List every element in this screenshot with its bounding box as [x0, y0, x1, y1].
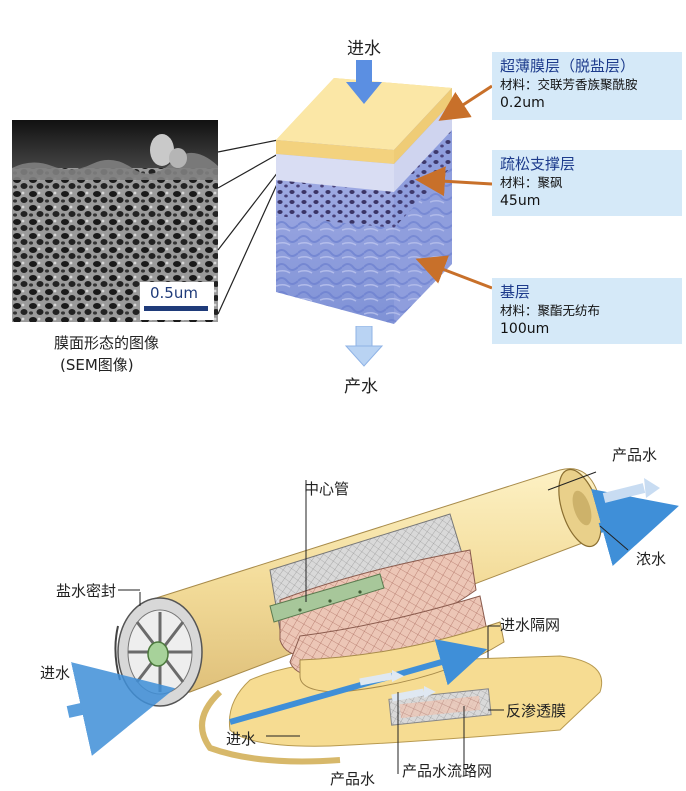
sem-caption: 膜面形态的图像 (SEM图像) [54, 332, 159, 376]
sem-caption-line2: (SEM图像) [60, 356, 134, 374]
ro-element-illustration [66, 468, 679, 774]
sem-image: 0.5um [12, 120, 218, 322]
membrane-block [276, 78, 452, 324]
layer-box-base: 基层 材料：聚酯无纺布 100um [492, 278, 682, 344]
label-ro-membrane: 反渗透膜 [506, 702, 567, 720]
outlet-arrow [344, 326, 384, 367]
layer-material: 材料：交联芳香族聚酰胺 [500, 77, 638, 92]
layer-title: 疏松支撑层 [500, 155, 576, 173]
layer-title: 基层 [500, 283, 531, 301]
scale-bar [144, 306, 208, 311]
layer-material: 材料：聚砜 [500, 175, 563, 190]
label-center-tube: 中心管 [304, 480, 350, 498]
label-feed-left: 进水 [40, 664, 71, 682]
label-brine-seal: 盐水密封 [56, 582, 117, 600]
layer-box-barrier: 超薄膜层（脱盐层） 材料：交联芳香族聚酰胺 0.2um [492, 52, 682, 120]
sem-caption-line1: 膜面形态的图像 [54, 334, 160, 352]
label-product-channel: 产品水流路网 [402, 762, 493, 780]
layer-box-support: 疏松支撑层 材料：聚砜 45um [492, 150, 682, 216]
inlet-label: 进水 [347, 39, 381, 59]
label-product-top: 产品水 [612, 446, 658, 464]
label-concentrate: 浓水 [636, 550, 667, 568]
scale-bar-label: 0.5um [150, 284, 198, 302]
layer-thickness: 0.2um [500, 95, 545, 111]
label-product-bottom: 产品水 [330, 770, 376, 788]
layer-title: 超薄膜层（脱盐层） [500, 57, 636, 75]
label-feed-spacer: 进水隔网 [500, 616, 561, 634]
layer-thickness: 100um [500, 321, 550, 337]
label-feed-bottom: 进水 [226, 730, 257, 748]
inlet-arrow [346, 60, 382, 104]
outlet-label: 产水 [344, 377, 378, 397]
layer-material: 材料：聚酯无纺布 [500, 303, 601, 318]
layer-thickness: 45um [500, 193, 541, 209]
